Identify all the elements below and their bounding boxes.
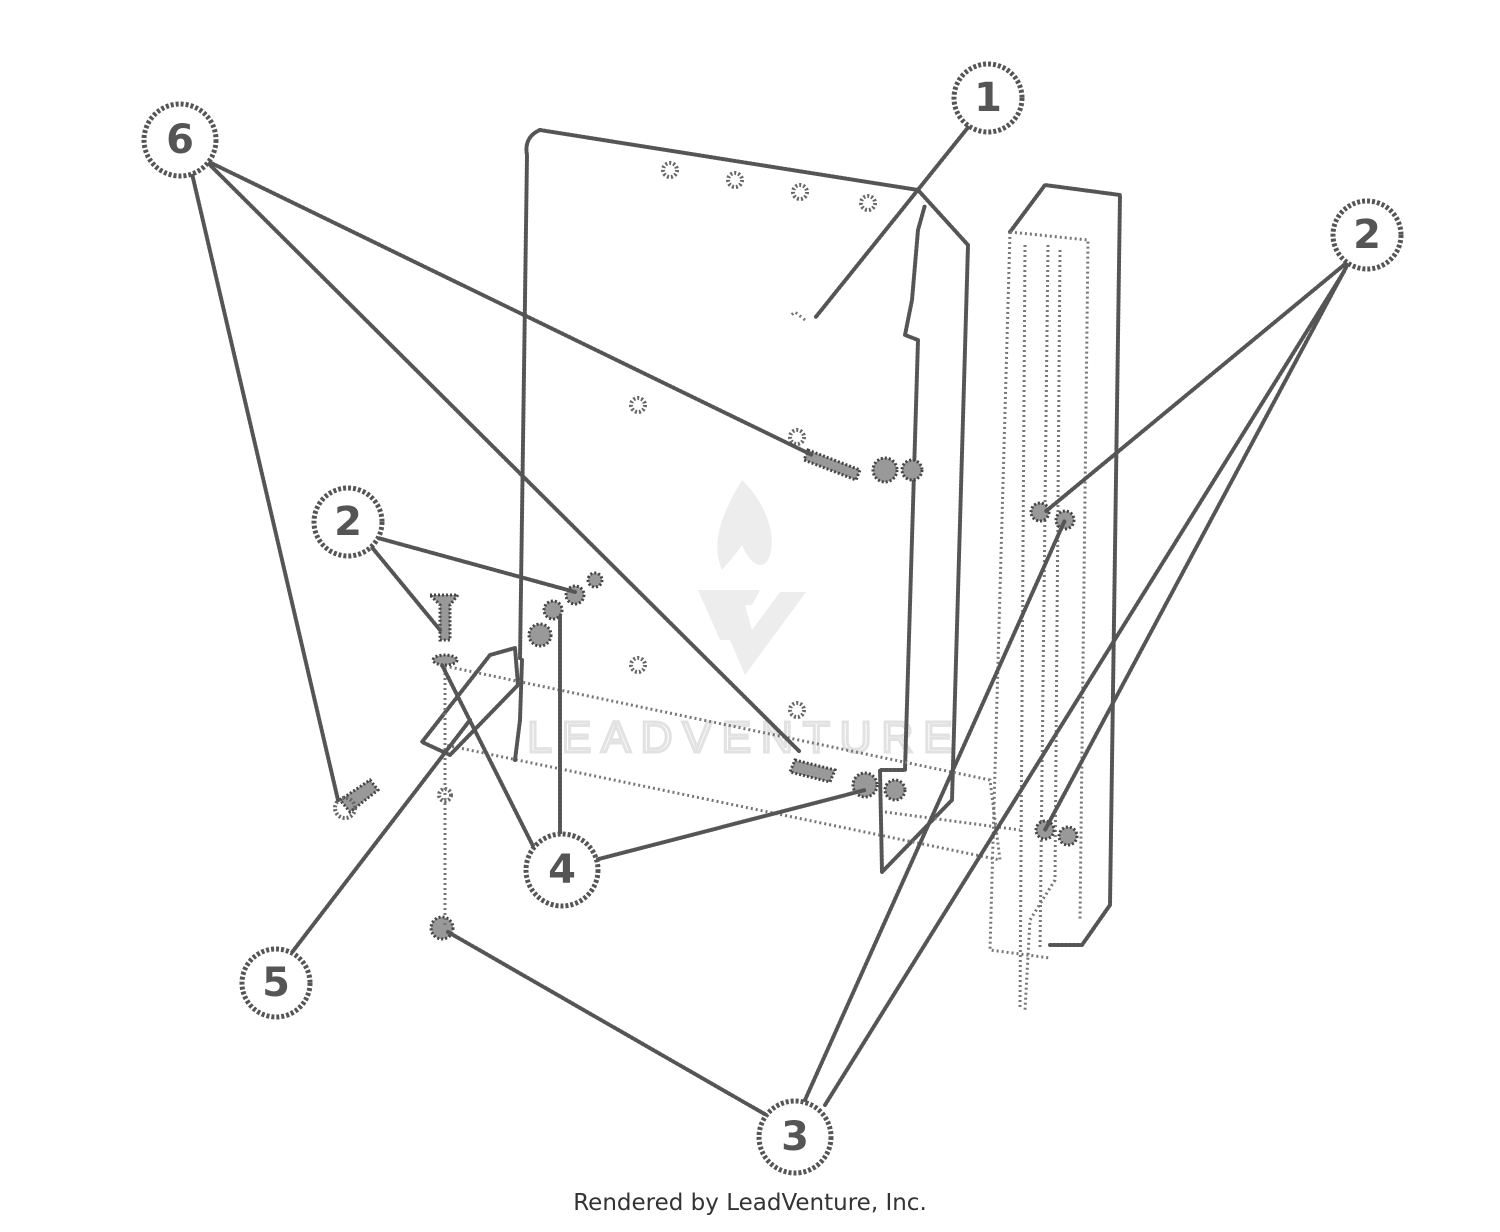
angle-bracket	[420, 646, 520, 757]
bolt	[337, 777, 381, 815]
flame-icon	[717, 480, 772, 570]
vertical-channel	[988, 183, 1122, 1011]
leader-lines	[188, 123, 1352, 1122]
main-plate	[518, 128, 970, 874]
callout-2-left: 2	[311, 485, 385, 559]
bolt	[787, 758, 838, 784]
v-logo-icon	[698, 590, 806, 675]
nut	[542, 599, 564, 621]
nut	[1029, 501, 1051, 523]
bottom-rail	[439, 663, 1021, 862]
svg-text:4: 4	[548, 847, 576, 893]
bolt	[802, 448, 862, 482]
washer	[527, 622, 553, 648]
bolt	[426, 593, 462, 642]
callout-5: 5	[239, 946, 313, 1020]
leadventure-watermark: LEADVENTURE	[526, 480, 962, 764]
fasteners	[333, 448, 1079, 941]
svg-text:5: 5	[262, 960, 290, 1006]
nut	[429, 915, 455, 941]
callout-3: 3	[756, 1098, 834, 1176]
svg-text:2: 2	[1353, 212, 1381, 258]
washer	[431, 653, 459, 667]
svg-text:3: 3	[781, 1114, 809, 1160]
callout-2-right: 2	[1330, 198, 1404, 272]
svg-text:2: 2	[334, 499, 362, 545]
callout-1: 1	[951, 61, 1025, 135]
render-credit: Rendered by LeadVenture, Inc.	[573, 1190, 927, 1216]
svg-text:6: 6	[166, 117, 194, 163]
nut	[871, 456, 899, 484]
watermark-text: LEADVENTURE	[527, 713, 962, 762]
nut	[900, 458, 924, 482]
nut	[1057, 825, 1079, 847]
svg-text:1: 1	[974, 75, 1002, 121]
nut	[586, 571, 604, 589]
callout-6: 6	[141, 101, 219, 179]
nut	[883, 778, 907, 802]
callout-4: 4	[523, 831, 601, 909]
